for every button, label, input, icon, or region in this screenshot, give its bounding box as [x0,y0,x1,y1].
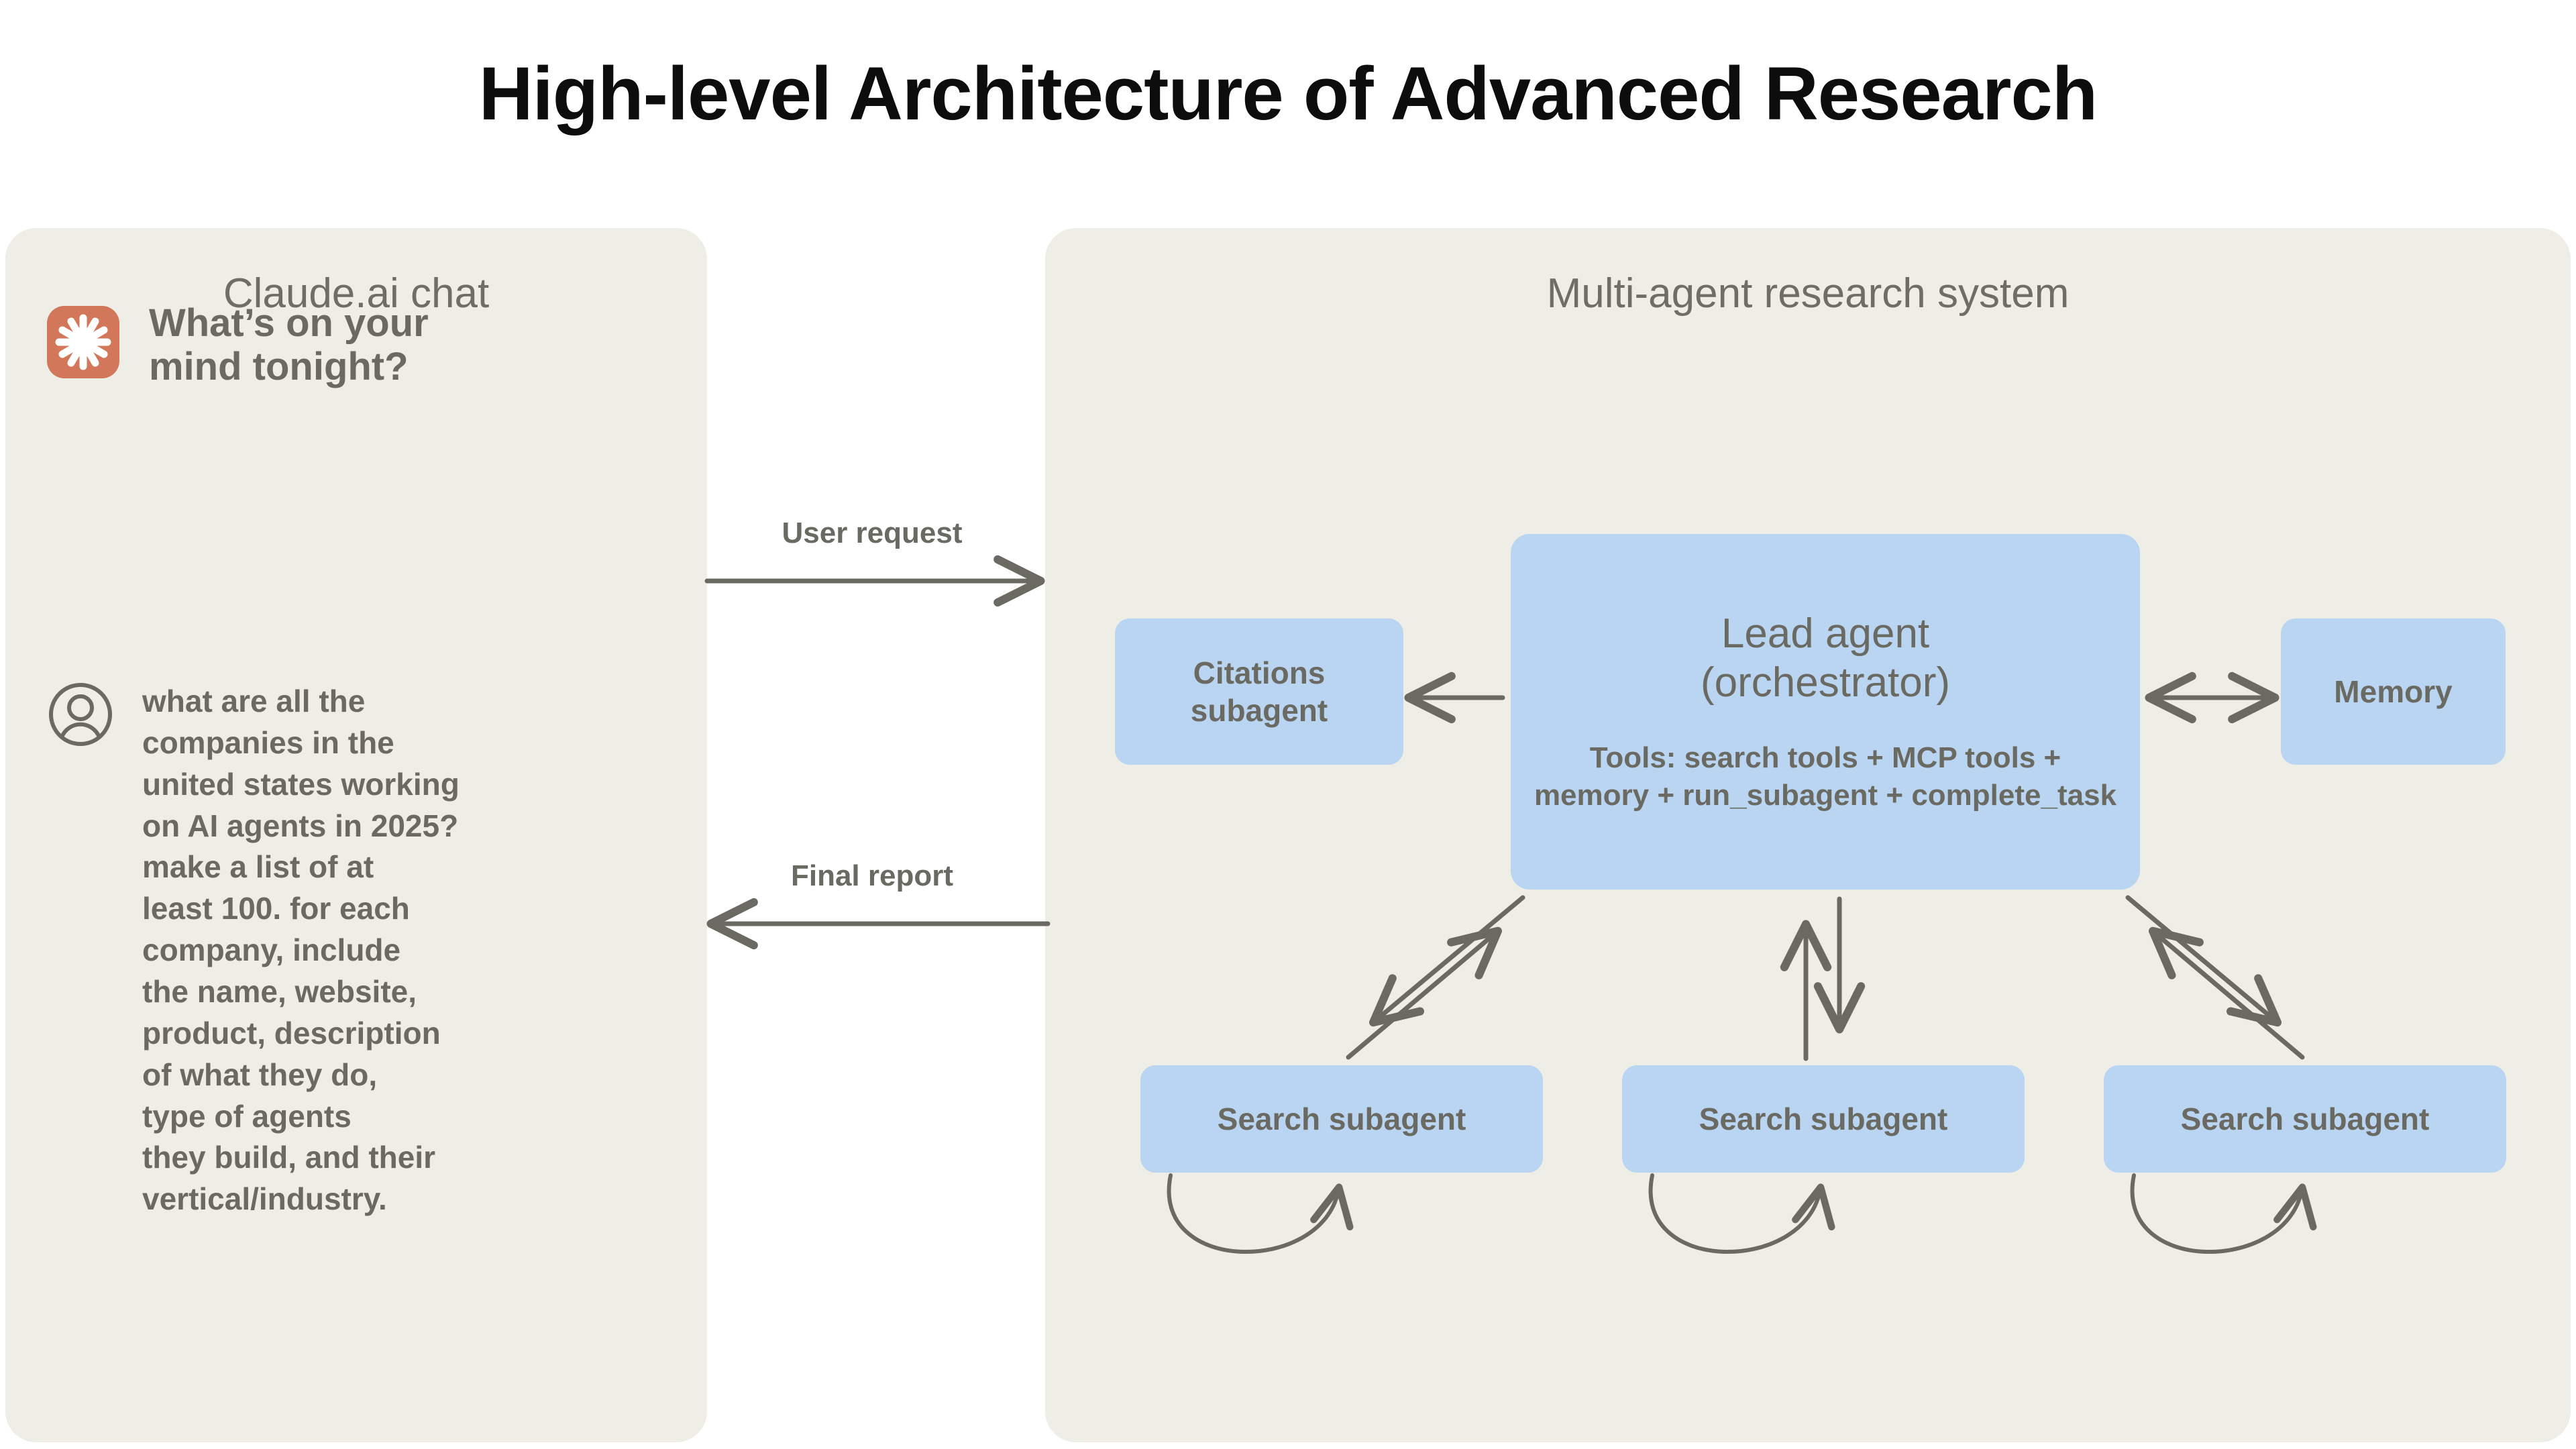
multi-agent-system-panel-title: Multi-agent research system [1546,270,2070,317]
node-search-subagent-3[interactable]: Search subagent [2104,1065,2506,1173]
chat-user-message-text: what are all the companies in the united… [142,684,460,1217]
claude-chat-panel: Claude.ai chat [5,228,707,1442]
node-citations-subagent[interactable]: Citations subagent [1115,619,1403,765]
chat-user-message-row: what are all the companies in the united… [47,681,691,1220]
chat-greeting-text: What’s on your mind tonight? [149,301,429,388]
flow-label-user-request: User request [782,517,963,549]
node-search-subagent-2[interactable]: Search subagent [1622,1065,2025,1173]
user-avatar-icon [47,681,114,748]
citations-subagent-label: Citations subagent [1190,655,1328,728]
memory-label: Memory [2334,674,2453,709]
node-lead-agent[interactable]: Lead agent (orchestrator) Tools: search … [1511,534,2140,890]
flow-label-final-report: Final report [790,859,954,892]
lead-agent-title: Lead agent (orchestrator) [1700,610,1951,706]
lead-agent-tools: Tools: search tools + MCP tools + memory… [1534,741,2117,812]
node-search-subagent-1[interactable]: Search subagent [1140,1065,1543,1173]
page-title: High-level Architecture of Advanced Rese… [478,52,2098,136]
search-subagent-2-label: Search subagent [1699,1102,1948,1136]
search-subagent-3-label: Search subagent [2180,1102,2430,1136]
claude-sunburst-icon [47,306,119,378]
chat-greeting-row: What’s on your mind tonight? [47,301,678,389]
claude-chat-panel-title: Claude.ai chat [223,270,490,317]
node-memory[interactable]: Memory [2281,619,2506,765]
search-subagent-1-label: Search subagent [1217,1102,1466,1136]
